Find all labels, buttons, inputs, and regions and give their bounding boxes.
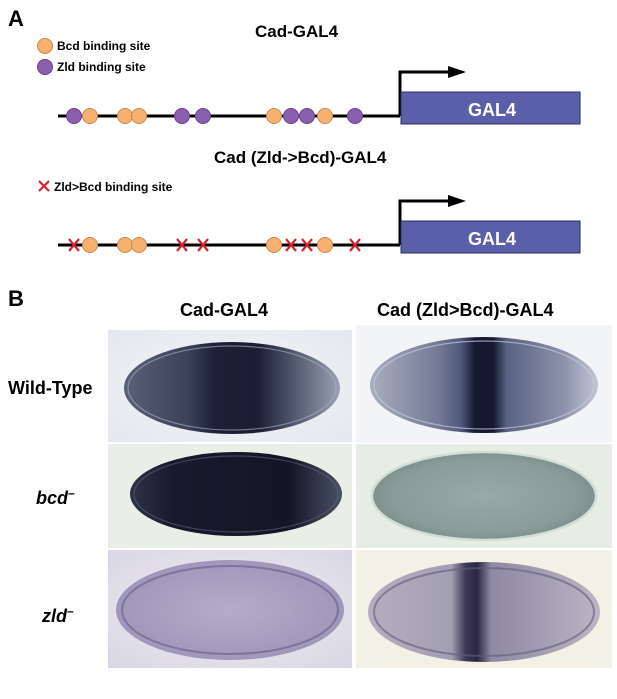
bcd-superscript: – bbox=[68, 486, 75, 500]
mutant-site-x-icon bbox=[176, 238, 188, 252]
construct1-arrowhead bbox=[448, 66, 466, 78]
bcd-binding-site bbox=[117, 237, 133, 253]
zld-binding-site bbox=[195, 108, 211, 124]
zld-text: zld bbox=[42, 606, 67, 626]
construct2-arrowhead bbox=[448, 195, 466, 207]
zld-binding-site bbox=[299, 108, 315, 124]
mutant-site-x-icon bbox=[285, 238, 297, 252]
construct2-gal4-label: GAL4 bbox=[468, 229, 516, 249]
mutant-site-x-icon bbox=[197, 238, 209, 252]
mutant-site-x-icon bbox=[349, 238, 361, 252]
embryo-zld-cad-gal4 bbox=[108, 550, 352, 668]
bcd-binding-site bbox=[117, 108, 133, 124]
legend-zld-icon bbox=[37, 59, 53, 75]
legend-mutant-icon bbox=[38, 180, 50, 192]
bcd-binding-site bbox=[82, 108, 98, 124]
construct1-gal4-box bbox=[400, 91, 581, 125]
mutant-site-x-icon bbox=[68, 238, 80, 252]
construct1-title: Cad-GAL4 bbox=[255, 22, 339, 41]
construct1-promoter-arrow bbox=[398, 70, 452, 116]
zld-superscript: – bbox=[67, 604, 74, 618]
embryo-wt-cad-zld-bcd-gal4 bbox=[356, 325, 612, 443]
embryo-bcd-cad-zld-bcd-gal4 bbox=[356, 444, 612, 548]
legend-zld-label: Zld binding site bbox=[57, 60, 146, 74]
construct1-diagram: GAL4 bbox=[58, 66, 581, 125]
construct2-title: Cad (Zld->Bcd)-GAL4 bbox=[214, 148, 387, 167]
embryo-zld-cad-zld-bcd-gal4 bbox=[356, 550, 612, 668]
mutant-site-x-icon bbox=[301, 238, 313, 252]
panel-b-letter: B bbox=[8, 286, 24, 311]
bcd-binding-site bbox=[82, 237, 98, 253]
bcd-binding-site bbox=[317, 237, 333, 253]
zld-binding-site bbox=[347, 108, 363, 124]
bcd-binding-site bbox=[131, 237, 147, 253]
construct2-promoter-arrow bbox=[398, 199, 452, 245]
construct2-gal4-box bbox=[400, 220, 581, 254]
bcd-binding-site bbox=[266, 237, 282, 253]
legend-bcd-label: Bcd binding site bbox=[57, 39, 151, 53]
construct2-diagram: GAL4 bbox=[58, 195, 581, 254]
zld-binding-site bbox=[174, 108, 190, 124]
bcd-binding-site bbox=[266, 108, 282, 124]
legend-bcd-icon bbox=[37, 38, 53, 54]
row-label-wild-type: Wild-Type bbox=[8, 378, 93, 398]
row-label-zld-mutant: zld– bbox=[42, 604, 74, 627]
embryo-bcd-cad-gal4 bbox=[108, 444, 352, 548]
embryo-wt-cad-gal4 bbox=[108, 330, 352, 442]
column-header-cad-gal4: Cad-GAL4 bbox=[180, 300, 269, 320]
bcd-binding-site bbox=[131, 108, 147, 124]
bcd-binding-site bbox=[317, 108, 333, 124]
bcd-text: bcd bbox=[36, 488, 69, 508]
legend-mutant-label: Zld>Bcd binding site bbox=[54, 180, 173, 194]
zld-binding-site bbox=[283, 108, 299, 124]
column-header-cad-zld-bcd-gal4: Cad (Zld>Bcd)-GAL4 bbox=[377, 300, 554, 320]
zld-binding-site bbox=[66, 108, 82, 124]
panel-a-letter: A bbox=[8, 6, 24, 31]
construct1-gal4-label: GAL4 bbox=[468, 100, 516, 120]
row-label-bcd-mutant: bcd– bbox=[36, 486, 75, 509]
